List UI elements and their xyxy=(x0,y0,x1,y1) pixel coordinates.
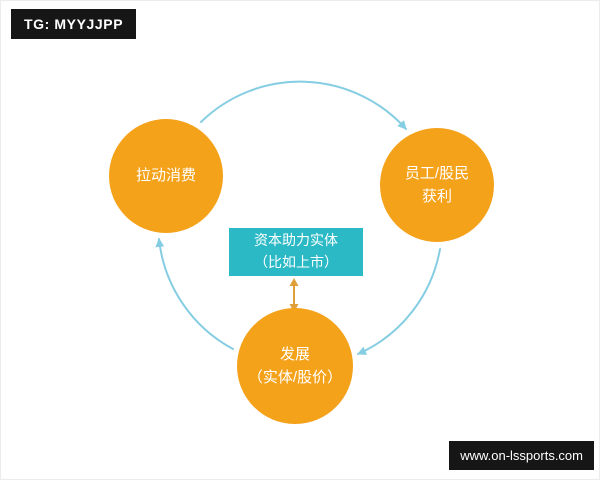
double-arrow-icon xyxy=(289,278,299,312)
node-label-line2: 获利 xyxy=(421,188,452,205)
arc-right-to-bottom xyxy=(357,248,441,355)
node-development: 发展 （实体/股价） xyxy=(237,308,353,424)
center-box-line1: 资本助力实体 xyxy=(254,232,338,249)
node-label-line1: 员工/股民 xyxy=(404,164,470,182)
center-box-line2: （比如上市） xyxy=(254,254,338,270)
node-employees-shareholders-profit: 员工/股民 获利 xyxy=(380,128,494,242)
telegram-badge: TG: MYYJJPP xyxy=(11,9,137,39)
node-label: 拉动消费 xyxy=(135,167,196,185)
arc-bottom-to-left xyxy=(155,238,234,350)
website-badge: www.on-lssports.com xyxy=(449,441,594,470)
node-stimulate-consumption: 拉动消费 xyxy=(109,119,223,233)
node-label-line2: （实体/股价） xyxy=(247,369,343,386)
arc-left-to-right xyxy=(200,80,407,130)
node-label-line1: 发展 xyxy=(279,345,310,363)
capital-support-box: 资本助力实体 （比如上市） xyxy=(229,228,363,276)
